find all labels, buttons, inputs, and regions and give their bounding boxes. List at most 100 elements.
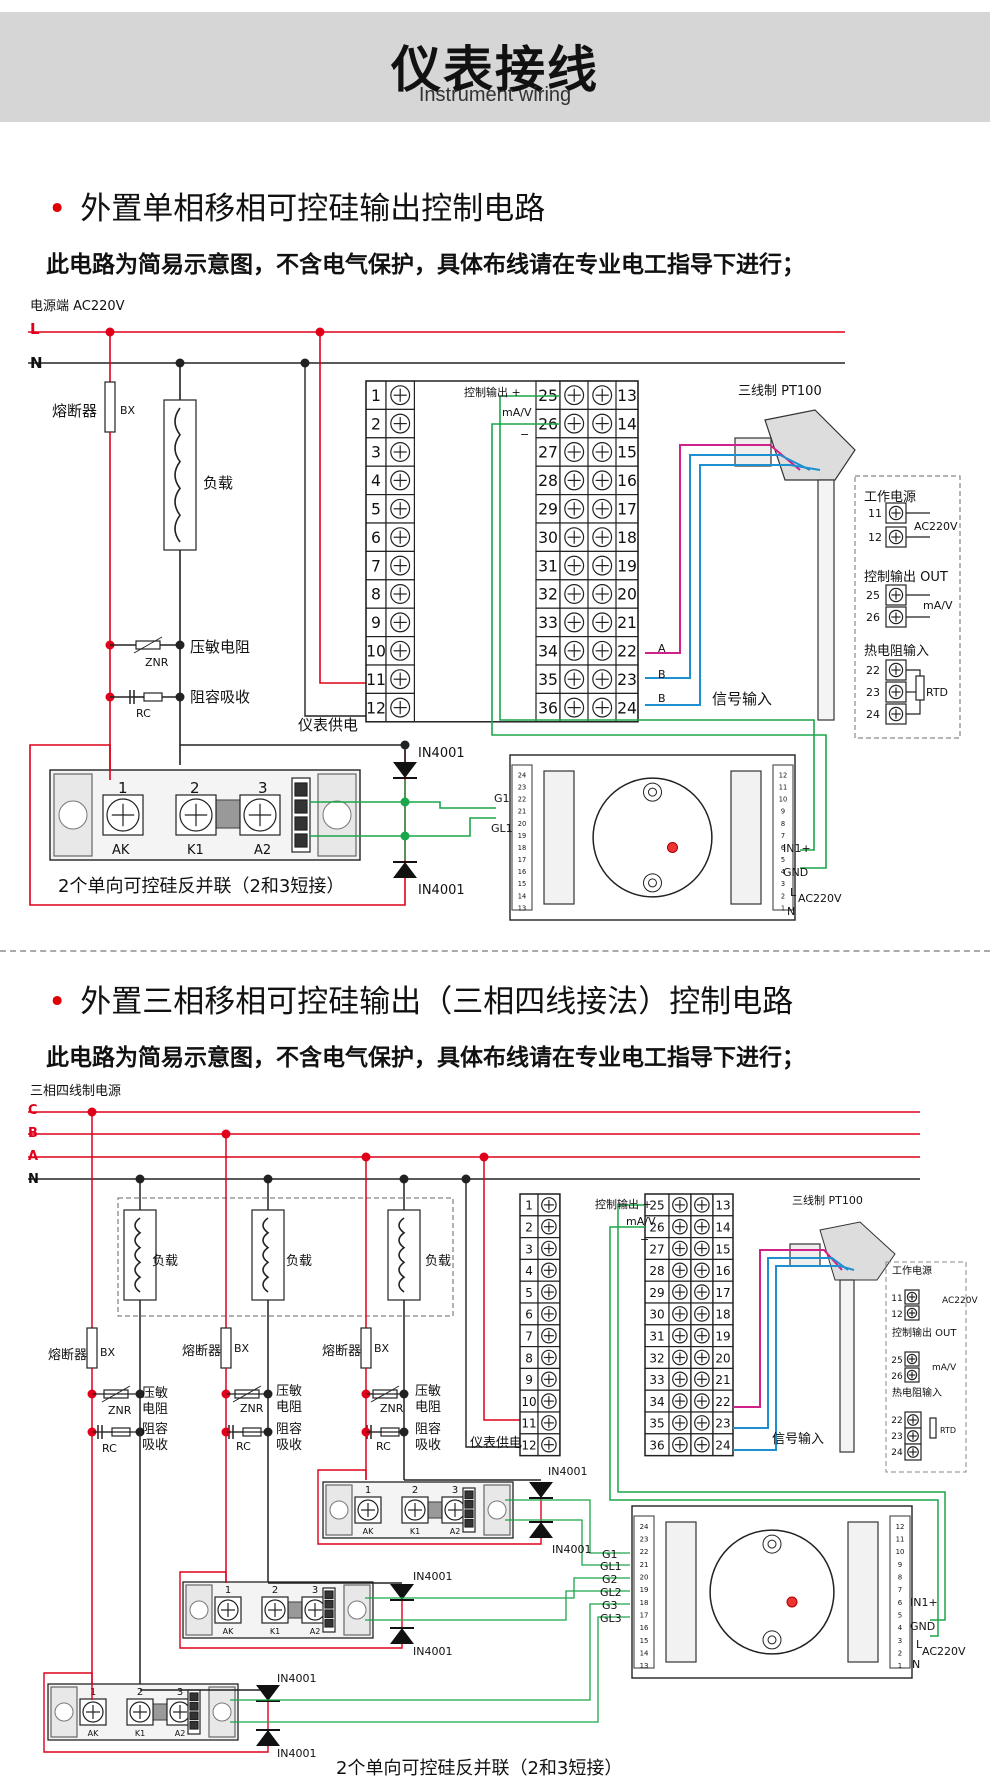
terminal-number: 11	[521, 1417, 536, 1431]
s2-fuse-3: 熔断器	[322, 1344, 362, 1359]
s2-control-output: 控制输出 +	[595, 1198, 652, 1211]
terminal-number: 33	[649, 1373, 664, 1387]
resistor-icon	[929, 1417, 937, 1439]
terminal-number: 10	[521, 1395, 536, 1409]
gate-wire	[365, 1590, 630, 1621]
wire	[465, 1179, 520, 1448]
terminal-number: 20	[715, 1351, 730, 1365]
s1-legend-ac: AC220V	[914, 520, 958, 533]
s1-signal-input: 信号输入	[712, 690, 773, 708]
terminal-number: 1	[781, 904, 785, 912]
s2-var-b-2: 电阻	[276, 1400, 303, 1415]
pin-number: 1	[225, 1585, 231, 1596]
terminal-number: 23	[518, 784, 526, 792]
s1-fuse-label: 熔断器	[52, 402, 98, 420]
gate-pin	[294, 782, 308, 797]
pin-label: AK	[88, 1729, 99, 1738]
terminal-number: 16	[518, 868, 526, 876]
mount-hole	[648, 787, 657, 797]
s1-diode-top: IN4001	[418, 746, 465, 761]
s1-gnd: GND	[783, 866, 809, 879]
s2-load-3: 负载	[425, 1254, 452, 1269]
wire	[483, 1157, 520, 1421]
sensor-wire	[645, 444, 801, 654]
section1-title: •外置单相移相可控硅输出控制电路	[48, 191, 546, 227]
s2-var-a-2: 压敏	[276, 1384, 303, 1399]
mount-hole	[347, 1600, 367, 1620]
terminal-number: 3	[781, 880, 785, 888]
load-icon	[251, 1209, 285, 1301]
s2-mav: mA/V	[626, 1215, 656, 1228]
terminal-number: 10	[896, 1548, 905, 1556]
terminal-number: 29	[649, 1286, 664, 1300]
s1-varistor-label: 压敏电阻	[190, 638, 251, 656]
output-wire	[491, 423, 827, 869]
section1-note: 此电路为简易示意图，不含电气保护，具体布线请在专业电工指导下进行；	[46, 252, 805, 278]
sensor-wire	[733, 1257, 849, 1429]
s2-g3: G3	[602, 1599, 618, 1612]
pt100-probe	[839, 1279, 855, 1453]
s1-legend-mav: mA/V	[923, 599, 953, 612]
terminal-number: 20	[640, 1574, 649, 1582]
pt100-head-icon	[819, 1221, 896, 1281]
terminal-number: 4	[525, 1264, 533, 1278]
terminal-number: 15	[617, 444, 637, 462]
s1-power-label: 电源端 AC220V	[30, 299, 125, 314]
terminal-number: 13	[715, 1199, 730, 1213]
terminal-number: 19	[518, 832, 526, 840]
pin-label: AK	[223, 1627, 234, 1636]
terminal-number: 30	[538, 529, 558, 547]
terminal-number: 10	[366, 642, 386, 660]
s1-load-label: 负载	[203, 474, 234, 492]
s2-rc-b-1: 吸收	[142, 1438, 169, 1453]
pin-number: 3	[312, 1585, 318, 1596]
terminal-strip	[633, 1515, 655, 1669]
terminal-number: 9	[525, 1373, 533, 1387]
terminal-number: 24	[617, 699, 637, 717]
output-wire	[499, 395, 815, 851]
s1-control-output: 控制输出 +	[464, 386, 521, 399]
pin-label: A2	[450, 1527, 461, 1536]
terminal-number: 8	[898, 1574, 902, 1582]
terminal-number: 26	[891, 1372, 903, 1382]
terminal-cell	[535, 550, 561, 581]
terminal-number: 18	[518, 844, 526, 852]
varistor-slash	[133, 636, 163, 654]
s2-diode-2b: IN4001	[413, 1645, 453, 1658]
terminal-number: 28	[538, 472, 558, 490]
terminal-number: 22	[715, 1395, 730, 1409]
s2-ac: AC220V	[922, 1645, 966, 1658]
terminal-number: 27	[649, 1242, 664, 1256]
terminal-number: 30	[649, 1308, 664, 1322]
s1-wire-b1: B	[658, 668, 666, 681]
page-subtitle: Instrument wiring	[418, 84, 572, 106]
terminal-number: 1	[371, 387, 381, 405]
s1-legend-t12: 12	[868, 531, 882, 544]
terminal-number: 18	[640, 1599, 649, 1607]
terminal-number: 9	[371, 614, 381, 632]
terminal-number: 2	[525, 1220, 533, 1234]
s2-diode-2a: IN4001	[413, 1570, 453, 1583]
s1-fuse-code: BX	[120, 404, 136, 417]
pin-number: 3	[452, 1485, 458, 1496]
terminal-number: 19	[715, 1329, 730, 1343]
legend-heading: 工作电源	[892, 1264, 932, 1277]
terminal-block-outline	[519, 1193, 561, 1457]
terminal-number: 16	[640, 1624, 649, 1632]
s1-n: N	[787, 905, 796, 918]
gate-pin	[189, 1720, 199, 1730]
fuse-icon	[104, 381, 116, 433]
s1-scr-caption: 2个单向可控硅反并联（2和3短接）	[58, 876, 345, 897]
s1-l: L	[790, 886, 797, 899]
mount-hole	[767, 1539, 777, 1549]
sensor-wire	[733, 1265, 855, 1451]
s2-in1: IN1+	[910, 1596, 938, 1609]
gate-pin	[294, 799, 308, 814]
s2-load-2: 负载	[286, 1254, 313, 1269]
terminal-number: 12	[521, 1438, 536, 1452]
s1-gl1: GL1	[491, 822, 513, 835]
gate-wire	[505, 1499, 630, 1554]
s1-three-wire: 三线制 PT100	[738, 384, 822, 399]
s2-line-A: A	[28, 1149, 39, 1164]
s1-scr-2: 2	[190, 779, 200, 797]
